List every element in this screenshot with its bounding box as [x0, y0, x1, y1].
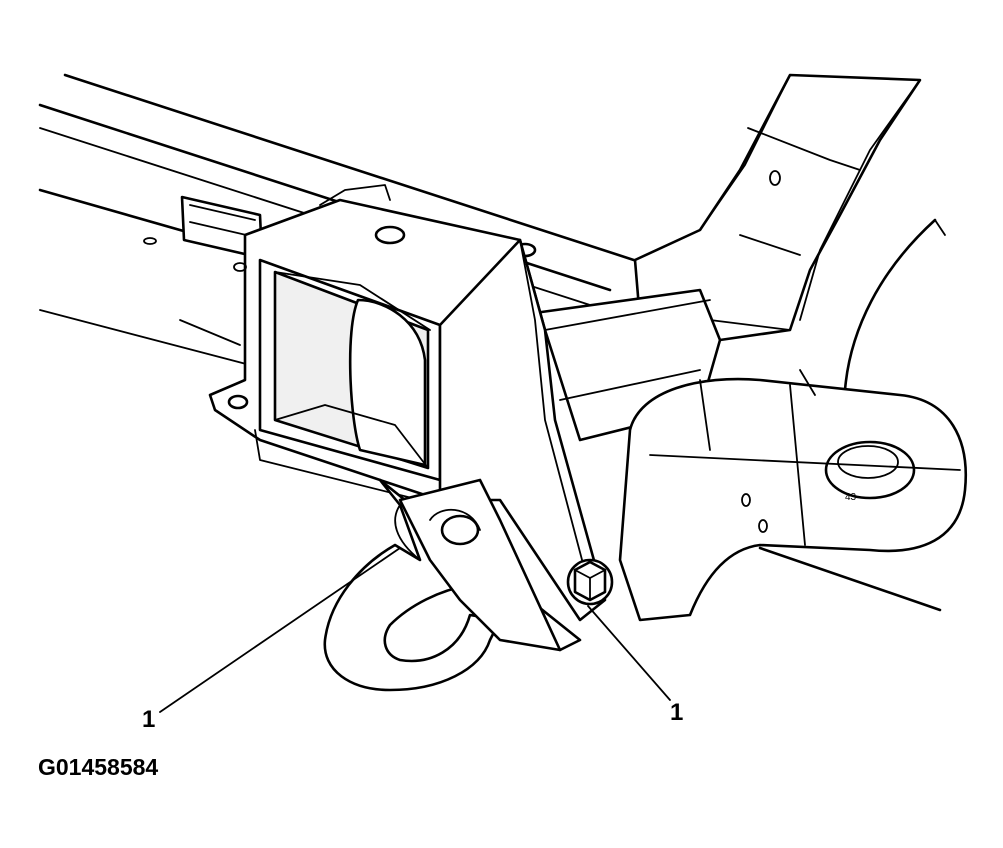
leader-line-left: [159, 547, 401, 713]
receiver-tube: [254, 258, 442, 506]
callout-leaders: [159, 547, 671, 713]
panel-bracket: [143, 195, 264, 260]
leader-line-right: [587, 605, 671, 701]
frame-rail: [633, 73, 946, 392]
bolt: [566, 558, 614, 606]
callout-label-right: 1: [670, 699, 683, 726]
tow-hook-right: 43: [618, 369, 968, 622]
callout-label-left: 1: [142, 706, 155, 733]
figure-id: G01458584: [38, 754, 158, 780]
svg-text:43: 43: [845, 492, 857, 503]
tow-hook-left: [323, 478, 582, 692]
